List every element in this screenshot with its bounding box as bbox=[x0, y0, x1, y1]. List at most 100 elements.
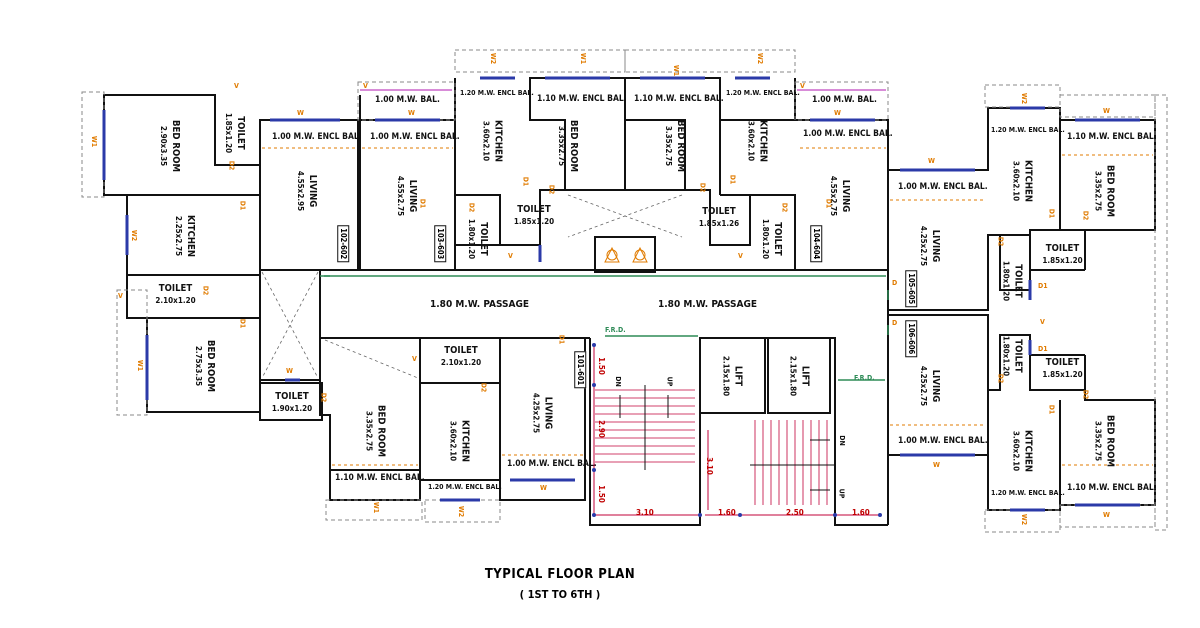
tag-d1: D1 bbox=[238, 200, 247, 211]
room-dim: 1.90x1.20 bbox=[271, 403, 313, 413]
room-dim: 1.80x1.20 bbox=[467, 218, 476, 260]
room-dim: 3.35x2.75 bbox=[1093, 420, 1103, 462]
tag-v: V bbox=[1040, 318, 1045, 326]
tag-w: W bbox=[933, 461, 940, 469]
room-name: TOILET bbox=[772, 222, 783, 256]
balcony-label: 1.10 M.W. ENCL BAL. bbox=[537, 94, 627, 104]
room-name: LIVING bbox=[407, 179, 418, 213]
room-name: LIVING bbox=[840, 179, 851, 213]
room-living-7: LIVING 4.55x2.75 bbox=[396, 151, 418, 241]
room-lift-32: LIFT 2.15x1.80 bbox=[722, 349, 744, 404]
balcony-label: 1.10 M.W. ENCL BAL. bbox=[1067, 132, 1157, 142]
room-toilet-13: TOILET 1.85x1.26 bbox=[688, 207, 750, 228]
stair-up-label: UP bbox=[665, 376, 674, 387]
balcony-label: 1.00 M.W. ENCL BAL. bbox=[898, 436, 988, 446]
tag-w: W bbox=[928, 157, 935, 165]
flat-number: 103-603 bbox=[434, 225, 447, 263]
wall-flat-104 bbox=[624, 77, 889, 271]
balcony-label: 1.20 M.W. ENCL BAL. bbox=[991, 489, 1065, 497]
room-toilet-28: TOILET 1.90x1.20 bbox=[263, 392, 321, 413]
room-name: TOILET bbox=[517, 204, 551, 215]
room-dim: 4.55x2.75 bbox=[396, 175, 405, 217]
tag-w: W bbox=[1103, 107, 1110, 115]
tag-w2: W2 bbox=[489, 52, 498, 65]
room-bedroom-1: BED ROOM 2.90x3.35 bbox=[159, 101, 181, 191]
stair-dn-label: DN bbox=[613, 376, 622, 387]
room-dim: 3.60x2.10 bbox=[1011, 430, 1021, 472]
tag-d1: D1 bbox=[1047, 404, 1056, 415]
room-dim: 2.15x1.80 bbox=[721, 355, 731, 397]
dim-label: 1.50 bbox=[596, 357, 606, 375]
flat-number: 102-602 bbox=[337, 225, 350, 263]
room-dim: 4.55x2.75 bbox=[829, 175, 838, 217]
tag-d2: D2 bbox=[227, 160, 236, 171]
room-name: KITCHEN bbox=[185, 214, 196, 258]
room-name: LIFT bbox=[799, 365, 811, 387]
room-dim: 1.85x1.20 bbox=[224, 112, 233, 154]
room-dim: 1.85x1.20 bbox=[513, 216, 555, 226]
tag-w: W bbox=[1103, 511, 1110, 519]
room-dim: 4.25x2.75 bbox=[919, 365, 928, 407]
balcony-label: 1.00 M.W. ENCL BAL. bbox=[898, 182, 988, 192]
room-toilet-5: TOILET 2.10x1.20 bbox=[148, 284, 203, 305]
room-name: KITCHEN bbox=[757, 119, 769, 163]
balcony-label: 1.20 M.W. ENCL BAL. bbox=[428, 483, 502, 491]
tag-w1: W1 bbox=[372, 501, 381, 514]
flat-number: 106-606 bbox=[905, 320, 918, 358]
room-kitchen-18: KITCHEN 3.60x2.10 bbox=[1012, 144, 1034, 219]
room-name: BED ROOM bbox=[205, 339, 216, 393]
tag-d2: D2 bbox=[547, 184, 556, 195]
tag-d1: D1 bbox=[238, 318, 247, 329]
room-kitchen-25: KITCHEN 3.60x2.10 bbox=[1012, 414, 1034, 489]
room-name: KITCHEN bbox=[1022, 159, 1034, 203]
room-name: BED ROOM bbox=[568, 119, 579, 173]
room-dim: 2.25x2.75 bbox=[174, 215, 183, 257]
room-kitchen-30: KITCHEN 3.60x2.10 bbox=[449, 404, 471, 479]
balcony-label: 1.10 M.W. ENCL BAL. bbox=[634, 94, 724, 104]
room-bedroom-19: BED ROOM 3.35x2.75 bbox=[1094, 149, 1116, 234]
tag-w2: W2 bbox=[130, 229, 139, 242]
room-living-16: LIVING 4.55x2.75 bbox=[829, 151, 851, 241]
room-dim: 1.85x1.26 bbox=[698, 218, 740, 228]
tag-w1: W1 bbox=[672, 64, 681, 77]
room-toilet-27: TOILET 2.10x1.20 bbox=[425, 346, 497, 367]
room-dim: 1.85x1.20 bbox=[1042, 255, 1083, 265]
room-name: BED ROOM bbox=[1104, 414, 1116, 468]
tag-d1: D1 bbox=[824, 198, 833, 209]
balcony-label: 1.00 M.W. ENCL BAL. bbox=[370, 132, 460, 142]
tag-d2: D2 bbox=[1081, 210, 1090, 221]
room-toilet-20: TOILET 1.80x1.20 bbox=[1002, 254, 1024, 309]
balcony-label: 1.00 M.W. BAL. bbox=[375, 95, 440, 105]
passage-label: 1.80 M.W. PASSAGE bbox=[430, 299, 529, 310]
frd-label: F.R.D. bbox=[605, 326, 626, 334]
passage-label: 1.80 M.W. PASSAGE bbox=[658, 299, 757, 310]
room-name: TOILET bbox=[702, 206, 736, 217]
balcony-label: 1.20 M.W. ENCL BAL. bbox=[726, 89, 800, 97]
room-name: BED ROOM bbox=[375, 404, 387, 458]
balcony-label: 1.00 M.W. BAL. bbox=[812, 95, 877, 105]
room-dim: 4.55x2.95 bbox=[296, 170, 305, 212]
room-bedroom-29: BED ROOM 3.35x2.75 bbox=[365, 389, 387, 474]
room-living-24: LIVING 4.25x2.75 bbox=[919, 341, 941, 431]
room-name: BED ROOM bbox=[170, 119, 181, 173]
balcony-label: 1.20 M.W. ENCL BAL. bbox=[991, 126, 1065, 134]
tag-v: V bbox=[738, 252, 743, 260]
room-kitchen-14: KITCHEN 3.60x2.10 bbox=[747, 104, 769, 179]
room-bedroom-6: BED ROOM 2.75x3.35 bbox=[194, 321, 216, 411]
room-dim: 3.35x2.75 bbox=[1093, 170, 1103, 212]
tag-d2: D2 bbox=[201, 285, 210, 296]
room-name: TOILET bbox=[478, 222, 489, 256]
plan-subtitle: ( 1ST TO 6TH ) bbox=[519, 588, 601, 601]
tag-d1: D1 bbox=[521, 176, 530, 187]
room-bedroom-10: BED ROOM 3.35x2.75 bbox=[557, 106, 579, 186]
room-name: TOILET bbox=[1012, 339, 1024, 373]
room-toilet-9: TOILET 1.80x1.20 bbox=[467, 209, 489, 269]
room-toilet-2: TOILET 1.85x1.20 bbox=[224, 98, 246, 168]
tag-v: V bbox=[234, 82, 239, 90]
balcony-label: 1.10 M.W. ENCL BAL. bbox=[335, 473, 425, 483]
room-toilet-21: TOILET 1.85x1.20 bbox=[1035, 244, 1090, 265]
tag-d1: D1 bbox=[557, 334, 566, 345]
room-toilet-11: TOILET 1.85x1.20 bbox=[503, 205, 565, 226]
flat-number: 104-604 bbox=[810, 225, 823, 263]
balcony-label: 1.00 M.W. ENCL BAL. bbox=[803, 129, 893, 139]
